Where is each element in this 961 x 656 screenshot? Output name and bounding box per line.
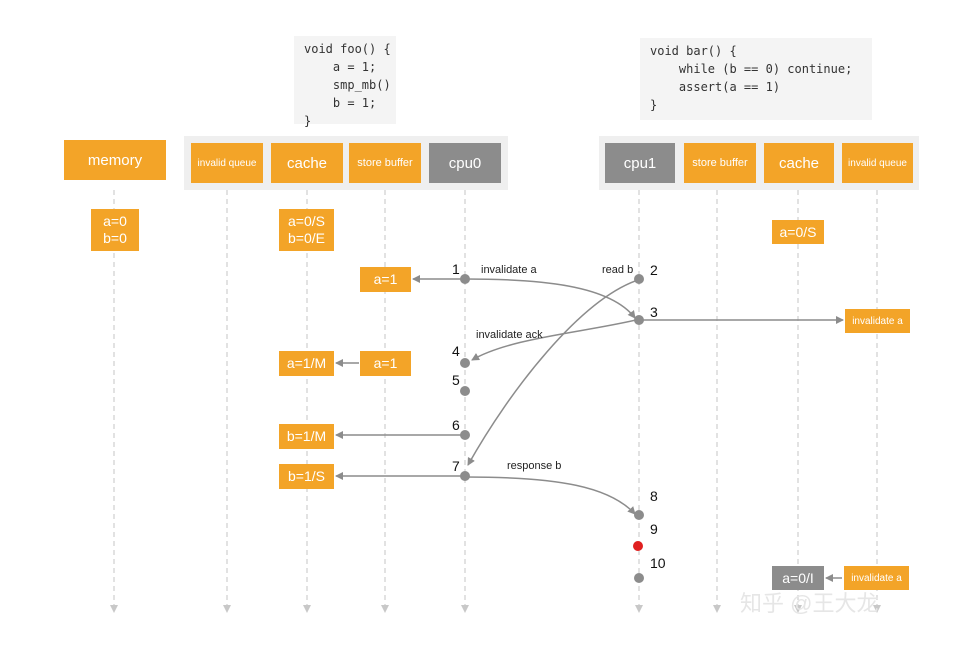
arrow-read-b — [467, 279, 639, 466]
cpu1-cache-state: a=0/S — [772, 220, 824, 244]
label-read-b: read b — [602, 264, 634, 276]
code-block-foo: void foo() { a = 1; smp_mb() b = 1; } — [294, 36, 396, 128]
step-dot-6 — [460, 430, 470, 440]
step-dot-8 — [634, 510, 644, 520]
cpu0-store-buffer-header: store buffer — [349, 143, 421, 183]
step-number-9: 9 — [650, 521, 658, 537]
cpu1-cache-value-a: a=0/S — [779, 223, 817, 240]
cpu0-cache-header: cache — [271, 143, 343, 183]
cpu1-header: cpu1 — [605, 143, 675, 183]
store-buffer-a1-second: a=1 — [360, 351, 411, 376]
step-number-8: 8 — [650, 488, 658, 504]
step-dot-9-highlight — [633, 541, 643, 551]
invalid-queue-entry-bottom: invalidate a — [844, 566, 909, 590]
arrow-invalidate-ack — [471, 319, 637, 361]
step-number-10: 10 — [650, 555, 666, 571]
cpu1-invalid-queue-header: invalid queue — [842, 143, 913, 183]
memory-value-a: a=0 — [103, 213, 127, 229]
code-line: while (b == 0) continue; — [650, 62, 853, 76]
cpu1-cache-a0i: a=0/I — [772, 566, 824, 590]
code-line: assert(a == 1) — [650, 80, 781, 94]
memory-header: memory — [64, 140, 166, 180]
step-number-7: 7 — [452, 458, 460, 474]
label-invalidate-a: invalidate a — [481, 264, 537, 276]
invalid-queue-entry-top: invalidate a — [845, 309, 910, 333]
step-dot-3 — [634, 315, 644, 325]
step-number-3: 3 — [650, 304, 658, 320]
label-invalidate-ack: invalidate ack — [476, 329, 543, 341]
cpu1-store-buffer-header: store buffer — [684, 143, 756, 183]
store-buffer-a1-first: a=1 — [360, 267, 411, 292]
memory-state: a=0 b=0 — [91, 209, 139, 251]
code-line: smp_mb() — [304, 78, 391, 92]
cpu0-cache-state: a=0/S b=0/E — [279, 209, 334, 251]
arrow-invalidate-a — [464, 278, 636, 319]
code-block-bar: void bar() { while (b == 0) continue; as… — [640, 38, 872, 120]
cpu0-cache-value-a: a=0/S — [288, 213, 325, 229]
code-line: b = 1; — [304, 96, 377, 110]
step-number-1: 1 — [452, 261, 460, 277]
code-line: void bar() { — [650, 44, 737, 58]
step-dot-4 — [460, 358, 470, 368]
label-response-b: response b — [507, 460, 562, 472]
arrow-response-b — [465, 476, 636, 515]
memory-value-b: b=0 — [103, 230, 127, 246]
cpu0-header: cpu0 — [429, 143, 501, 183]
step-dot-5 — [460, 386, 470, 396]
step-number-2: 2 — [650, 262, 658, 278]
code-line: a = 1; — [304, 60, 377, 74]
watermark: 知乎 @王大龙 — [740, 591, 879, 616]
cpu0-cache-b1m: b=1/M — [279, 424, 334, 449]
step-number-4: 4 — [452, 343, 460, 359]
cpu1-cache-header: cache — [764, 143, 834, 183]
cpu0-cache-value-b: b=0/E — [288, 230, 325, 246]
step-number-6: 6 — [452, 417, 460, 433]
cpu0-invalid-queue-header: invalid queue — [191, 143, 263, 183]
step-number-5: 5 — [452, 372, 460, 388]
code-line: } — [650, 98, 658, 112]
step-dot-10 — [634, 573, 644, 583]
step-dot-1 — [460, 274, 470, 284]
step-dot-7 — [460, 471, 470, 481]
cpu0-cache-a1m: a=1/M — [279, 351, 334, 376]
code-line: } — [304, 114, 312, 128]
step-dot-2 — [634, 274, 644, 284]
cpu0-cache-b1s: b=1/S — [279, 464, 334, 489]
